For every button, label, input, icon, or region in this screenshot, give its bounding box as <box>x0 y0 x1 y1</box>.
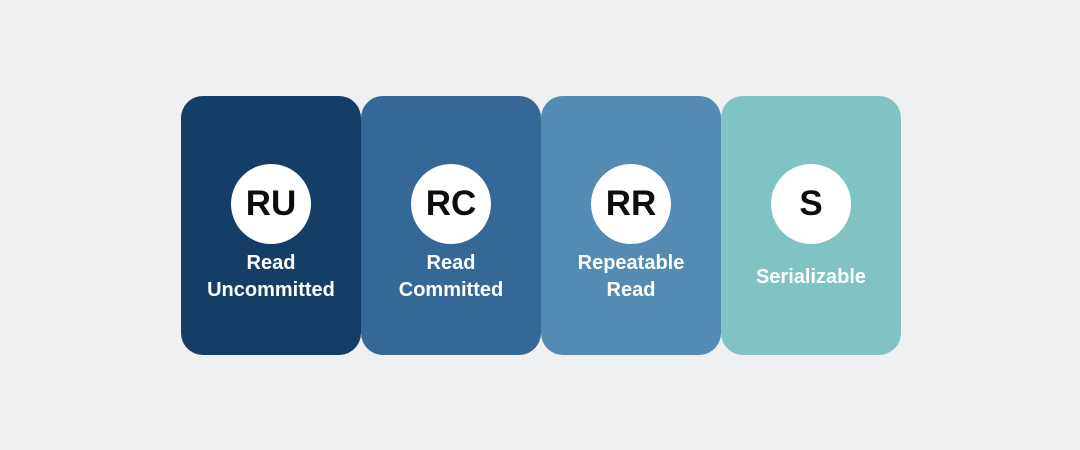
badge-read-committed: RC <box>411 164 491 244</box>
card-read-uncommitted: RU Read Uncommitted <box>181 96 361 355</box>
badge-repeatable-read: RR <box>591 164 671 244</box>
label-read-uncommitted: Read Uncommitted <box>207 252 335 301</box>
label-read-committed: Read Committed <box>398 252 504 301</box>
badge-read-uncommitted: RU <box>231 164 311 244</box>
label-serializable-wrap: Serializable <box>721 250 901 304</box>
card-repeatable-read: RR Repeatable Read <box>541 96 721 355</box>
card-read-committed: RC Read Committed <box>361 96 541 355</box>
label-repeatable-read-wrap: Repeatable Read <box>541 250 721 304</box>
label-repeatable-read: Repeatable Read <box>577 252 685 301</box>
isolation-levels-row: RU Read Uncommitted RC Read Committed RR… <box>181 96 901 355</box>
label-serializable: Serializable <box>755 265 867 288</box>
card-serializable: S Serializable <box>721 96 901 355</box>
badge-serializable: S <box>771 164 851 244</box>
label-read-committed-wrap: Read Committed <box>361 250 541 304</box>
label-read-uncommitted-wrap: Read Uncommitted <box>181 250 361 304</box>
